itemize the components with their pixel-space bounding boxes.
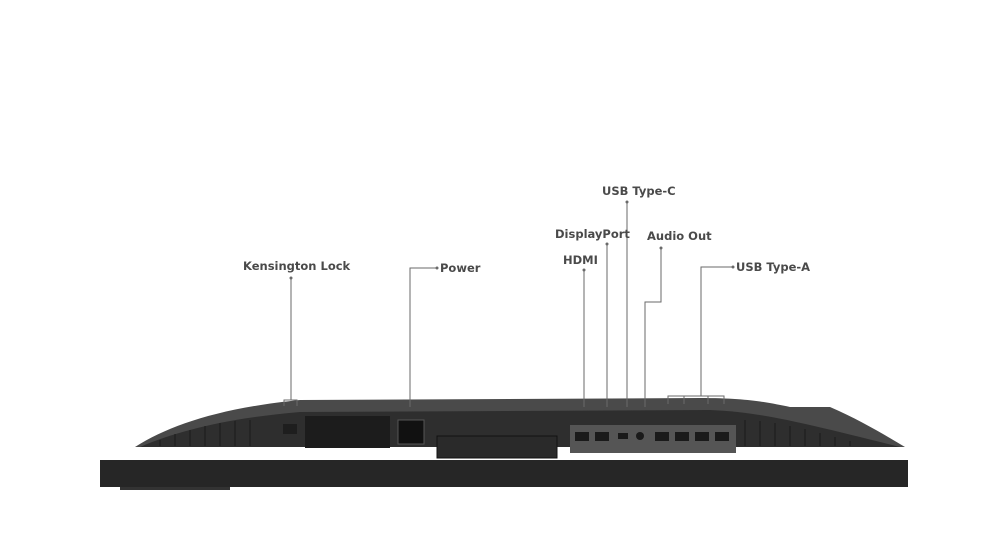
vent-center [305, 416, 390, 448]
vent-left [159, 420, 251, 446]
monitor-bezel [100, 460, 908, 487]
stand-mount [436, 435, 558, 459]
label-usb-type-c: USB Type-C [602, 184, 676, 198]
port-panel [570, 425, 736, 453]
vent-right [744, 420, 851, 446]
callout-lines [283, 202, 733, 407]
callout-dots [289, 200, 735, 280]
label-power: Power [440, 261, 481, 275]
ports [575, 432, 729, 441]
monitor-foot-strip [120, 487, 230, 490]
power-port [397, 419, 425, 445]
label-kensington-lock: Kensington Lock [243, 259, 351, 273]
kensington-slot [283, 424, 297, 434]
label-displayport: DisplayPort [555, 227, 630, 241]
label-audio-out: Audio Out [647, 229, 712, 243]
label-usb-type-a: USB Type-A [736, 260, 811, 274]
label-hdmi: HDMI [563, 253, 598, 267]
